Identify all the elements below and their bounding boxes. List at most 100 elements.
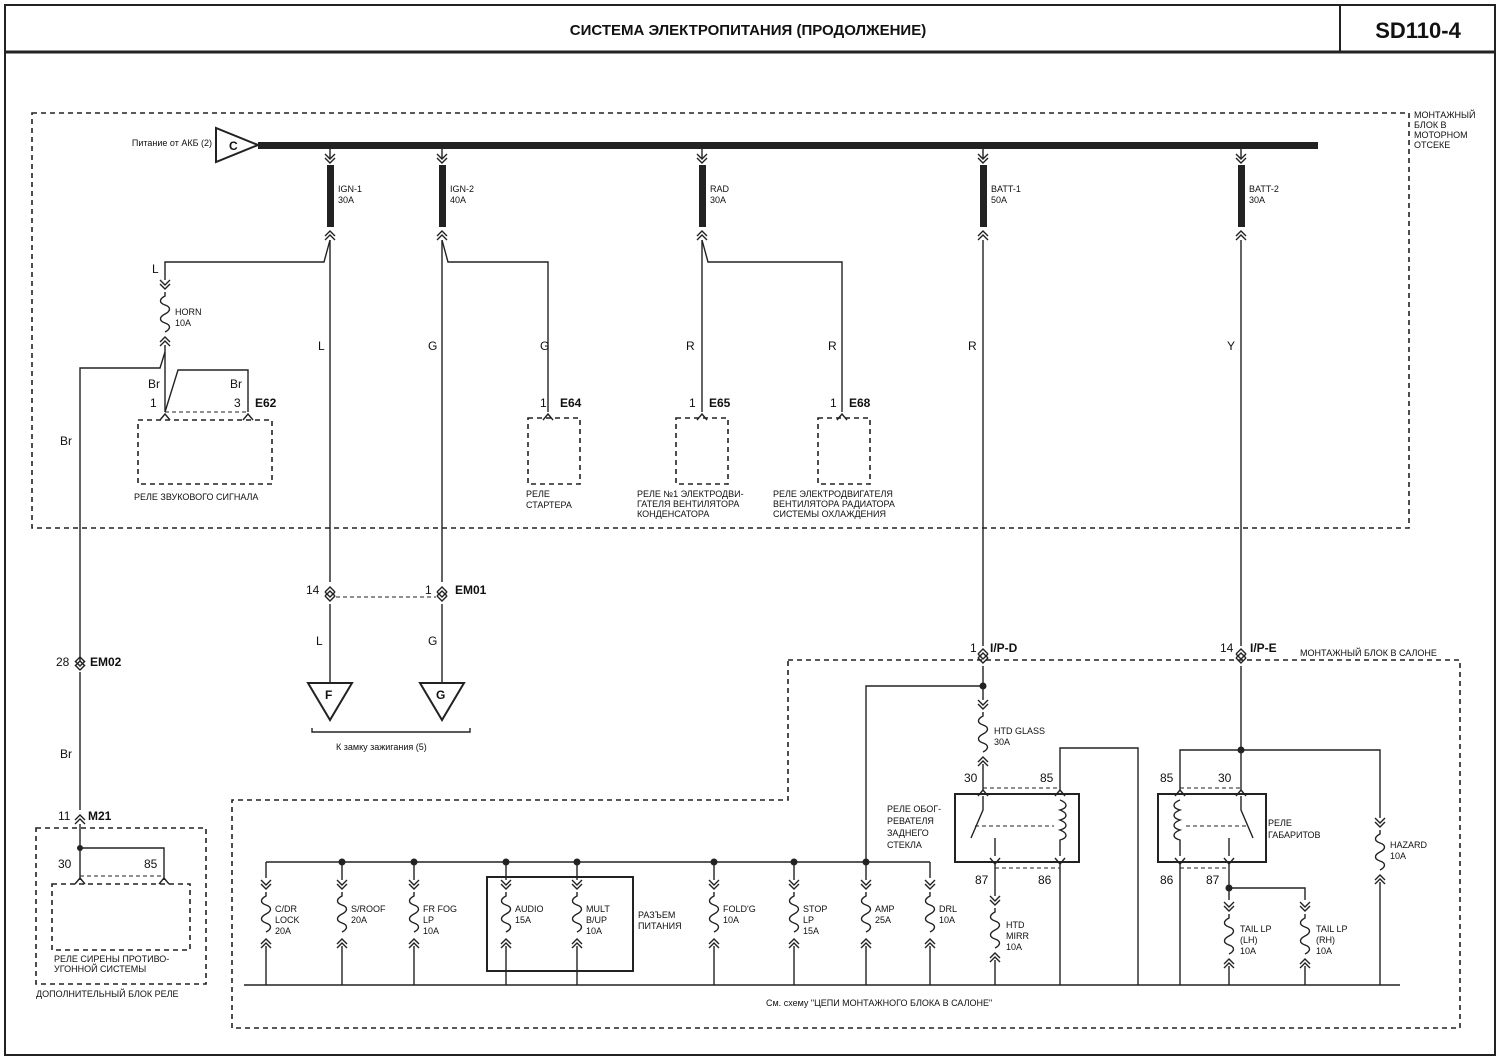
diagram-code: SD110-4 <box>1375 18 1461 43</box>
connector-e68: E68 <box>849 396 871 410</box>
svg-text:1: 1 <box>689 396 696 410</box>
fuse-tail-lh: TAIL LP(LH)10A <box>1223 913 1272 956</box>
svg-text:85: 85 <box>1040 771 1054 785</box>
cabin-fuse-label: 20A <box>351 915 367 925</box>
connector-ipe: I/P-E <box>1250 641 1277 655</box>
cabin-fuse-label: 10A <box>586 926 602 936</box>
svg-text:14: 14 <box>1220 641 1234 655</box>
rear-defog-relay <box>954 793 1080 863</box>
svg-text:Br: Br <box>60 747 72 761</box>
svg-text:3: 3 <box>234 396 241 410</box>
cabin-fuse-label: 15A <box>803 926 819 936</box>
cabin-fuse-label: LOCK <box>275 915 300 925</box>
engine-block-outline <box>31 112 1410 529</box>
svg-text:10A: 10A <box>1240 946 1256 956</box>
ign-switch-g-terminal <box>418 682 466 722</box>
cabin-fuse-label: LP <box>803 915 814 925</box>
svg-text:HORN: HORN <box>175 307 202 317</box>
svg-text:РЕЛЕ ЗВУКОВОГО СИГНАЛА: РЕЛЕ ЗВУКОВОГО СИГНАЛА <box>134 492 258 502</box>
svg-text:RAD: RAD <box>710 184 730 194</box>
connector-m21: M21 <box>88 809 112 823</box>
svg-text:28: 28 <box>56 655 70 669</box>
cabin-fuse-label: LP <box>423 915 434 925</box>
svg-text:КОНДЕНСАТОРА: КОНДЕНСАТОРА <box>637 509 709 519</box>
svg-text:87: 87 <box>1206 873 1220 887</box>
svg-text:ЗАДНЕГО: ЗАДНЕГО <box>887 828 929 838</box>
svg-text:СТЕКЛА: СТЕКЛА <box>887 840 922 850</box>
svg-text:R: R <box>686 339 695 353</box>
power-bus <box>258 142 1318 149</box>
svg-text:TAIL LP: TAIL LP <box>1316 924 1348 934</box>
condenser-fan-relay <box>675 417 729 485</box>
svg-text:РЕЛЕ СИРЕНЫ ПРОТИВО-: РЕЛЕ СИРЕНЫ ПРОТИВО- <box>54 954 169 964</box>
battery-connector-id: C <box>229 139 238 153</box>
svg-text:30A: 30A <box>338 195 354 205</box>
svg-text:G: G <box>540 339 549 353</box>
cabin-fuse-label: FOLD'G <box>723 904 756 914</box>
svg-text:СТАРТЕРА: СТАРТЕРА <box>526 500 572 510</box>
svg-text:11: 11 <box>58 809 71 823</box>
svg-text:РЕВАТЕЛЯ: РЕВАТЕЛЯ <box>887 816 934 826</box>
cabin-fuse-label: 10A <box>939 915 955 925</box>
svg-text:BATT-2: BATT-2 <box>1249 184 1279 194</box>
svg-text:HTD: HTD <box>1006 920 1025 930</box>
ign-switch-f-terminal <box>306 682 354 722</box>
battery-source-label: Питание от АКБ (2) <box>132 138 212 148</box>
svg-text:ГАТЕЛЯ ВЕНТИЛЯТОРА: ГАТЕЛЯ ВЕНТИЛЯТОРА <box>637 499 739 509</box>
svg-text:G: G <box>428 339 437 353</box>
svg-text:40A: 40A <box>450 195 466 205</box>
fuse-tail-rh: TAIL LP(RH)10A <box>1299 913 1348 956</box>
svg-text:Y: Y <box>1227 339 1235 353</box>
cabin-fuse-label: DRL <box>939 904 957 914</box>
cabin-fuse-label: STOP <box>803 904 827 914</box>
svg-text:РАЗЪЕМ: РАЗЪЕМ <box>638 910 675 920</box>
connector-e65: E65 <box>709 396 731 410</box>
svg-text:TAIL LP: TAIL LP <box>1240 924 1272 934</box>
radiator-fan-relay <box>817 417 871 485</box>
svg-text:1: 1 <box>425 583 432 597</box>
svg-text:10A: 10A <box>1390 851 1406 861</box>
svg-text:10A: 10A <box>1006 942 1022 952</box>
svg-text:HTD GLASS: HTD GLASS <box>994 726 1045 736</box>
svg-text:30: 30 <box>1218 771 1232 785</box>
svg-text:85: 85 <box>144 857 158 871</box>
svg-text:К замку зажигания (5): К замку зажигания (5) <box>336 742 427 752</box>
starter-relay <box>527 417 581 485</box>
connector-em02: EM02 <box>90 655 122 669</box>
cabin-fuse-label: 25A <box>875 915 891 925</box>
svg-text:IGN-1: IGN-1 <box>338 184 362 194</box>
cabin-fuse-label: 10A <box>723 915 739 925</box>
svg-text:ВЕНТИЛЯТОРА РАДИАТОРА: ВЕНТИЛЯТОРА РАДИАТОРА <box>773 499 895 509</box>
svg-text:86: 86 <box>1160 873 1174 887</box>
svg-text:РЕЛЕ ОБОГ-: РЕЛЕ ОБОГ- <box>887 804 941 814</box>
cabin-fuse-label: C/DR <box>275 904 297 914</box>
svg-text:ГАБАРИТОВ: ГАБАРИТОВ <box>1268 830 1321 840</box>
alarm-siren-relay <box>51 883 191 951</box>
svg-text:R: R <box>828 339 837 353</box>
svg-text:50A: 50A <box>991 195 1007 205</box>
cabin-fuse-label: AMP <box>875 904 895 914</box>
svg-text:HAZARD: HAZARD <box>1390 840 1428 850</box>
svg-text:30A: 30A <box>994 737 1010 747</box>
svg-text:1: 1 <box>540 396 547 410</box>
svg-text:ДОПОЛНИТЕЛЬНЫЙ БЛОК РЕЛЕ: ДОПОЛНИТЕЛЬНЫЙ БЛОК РЕЛЕ <box>36 988 179 999</box>
battery-connector <box>215 126 261 164</box>
connector-em01: EM01 <box>455 583 487 597</box>
cabin-fuse-label: 20A <box>275 926 291 936</box>
svg-text:14: 14 <box>306 583 320 597</box>
